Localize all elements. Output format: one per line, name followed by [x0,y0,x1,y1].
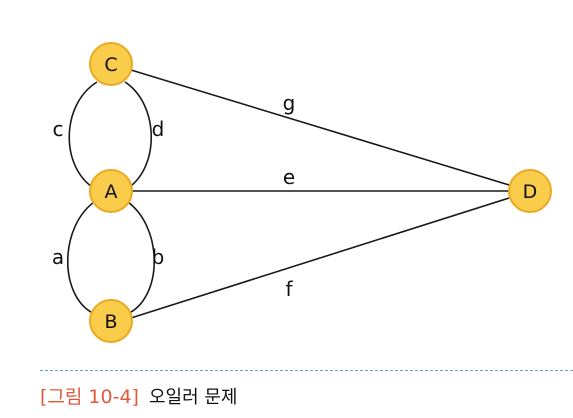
edge-d [124,81,152,191]
edge-b [124,199,155,316]
euler-graph-diagram: c d a b g e f C A B D [52,42,552,343]
edge-label-a: a [52,245,64,269]
node-a-label: A [105,181,118,203]
edge-label-e: e [283,165,295,189]
figure-title: 오일러 문제 [148,387,238,408]
edge-label-c: c [53,117,64,141]
node-b-circle [89,299,133,343]
edge-c [68,81,98,191]
figure-caption: [그림 10-4] 오일러 문제 [40,382,237,412]
graph-edges [67,69,510,319]
node-c-label: C [104,54,117,76]
node-b-label: B [104,311,117,333]
node-a: A [89,169,133,213]
edge-labels: c d a b g e f [52,91,295,301]
node-a-circle [89,169,133,213]
edge-label-f: f [285,277,293,301]
figure-number: [그림 10-4] [40,386,139,408]
edge-g [130,69,510,186]
edge-a [67,199,98,316]
node-d-circle [508,169,552,213]
node-c-circle [89,42,133,86]
caption-divider [40,370,573,371]
node-d-label: D [523,181,538,203]
edge-label-b: b [152,245,165,269]
edge-label-g: g [283,91,296,115]
node-b: B [89,299,133,343]
node-d: D [508,169,552,213]
edge-label-d: d [152,117,165,141]
node-c: C [89,42,133,86]
graph-nodes: C A B D [89,42,552,343]
edge-f [130,197,510,319]
